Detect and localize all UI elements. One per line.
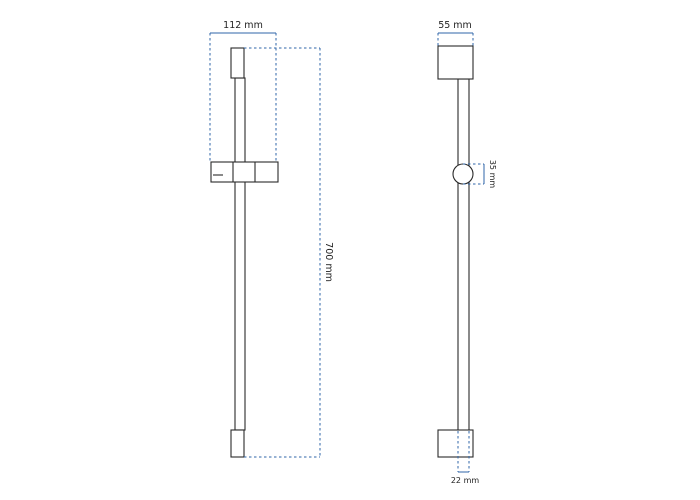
diameter-dim-label: 35 mm <box>488 160 497 189</box>
front-slider-holder <box>210 161 279 183</box>
width-dim-label: 112 mm <box>223 20 263 31</box>
depth-bottom-label: 22 mm <box>451 476 480 485</box>
side-top-bracket <box>437 45 474 80</box>
front-view: 112 mm 700 mm <box>209 20 334 458</box>
height-dim-label: 700 mm <box>323 242 334 282</box>
depth-top-label: 55 mm <box>438 20 472 31</box>
front-top-bracket <box>230 47 245 79</box>
front-bottom-bracket <box>230 429 245 458</box>
side-slider-knob <box>452 163 474 185</box>
side-bottom-bracket <box>437 429 474 458</box>
side-view: 55 mm 35 mm 22 mm <box>437 20 497 485</box>
side-rail-tube <box>457 78 470 432</box>
front-rail-tube <box>234 77 246 431</box>
